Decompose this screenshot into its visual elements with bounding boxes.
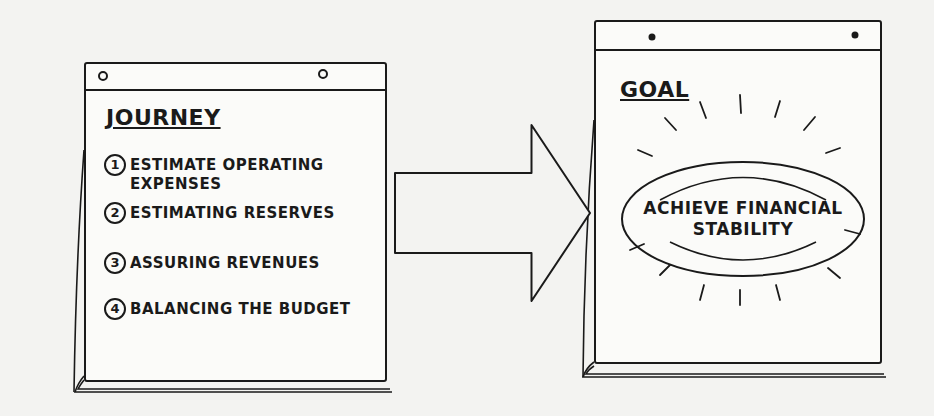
- binding-ring: [319, 70, 327, 78]
- pad-heading: JOURNEY: [106, 104, 306, 132]
- step-text: ESTIMATE OPERATING EXPENSES: [130, 156, 370, 194]
- goal-text: ACHIEVE FINANCIAL STABILITY: [643, 198, 843, 241]
- step-text: BALANCING THE BUDGET: [130, 300, 370, 319]
- sun-rays: [630, 95, 860, 305]
- callout-number: 4: [104, 298, 126, 320]
- binding-ring: [853, 33, 858, 38]
- pad-heading: GOAL: [620, 76, 820, 104]
- callout-number: 3: [104, 252, 126, 274]
- callout-number: 1: [104, 154, 126, 176]
- binding-ring: [650, 35, 655, 40]
- callout-number: 2: [104, 202, 126, 224]
- goal-pad: GOAL ACHIEVE FINANCIAL STABILITY: [594, 20, 882, 364]
- binding-line: [594, 49, 880, 51]
- goal-ellipse: ACHIEVE FINANCIAL STABILITY: [620, 160, 866, 278]
- step-text: ASSURING REVENUES: [130, 254, 370, 273]
- binding-ring: [99, 72, 107, 80]
- journey-pad: JOURNEY ESTIMATE OPERATING EXPENSES ESTIMA…: [84, 62, 387, 382]
- block-arrow: [395, 125, 590, 301]
- step-text: ESTIMATING RESERVES: [130, 204, 370, 223]
- binding-line: [84, 89, 385, 91]
